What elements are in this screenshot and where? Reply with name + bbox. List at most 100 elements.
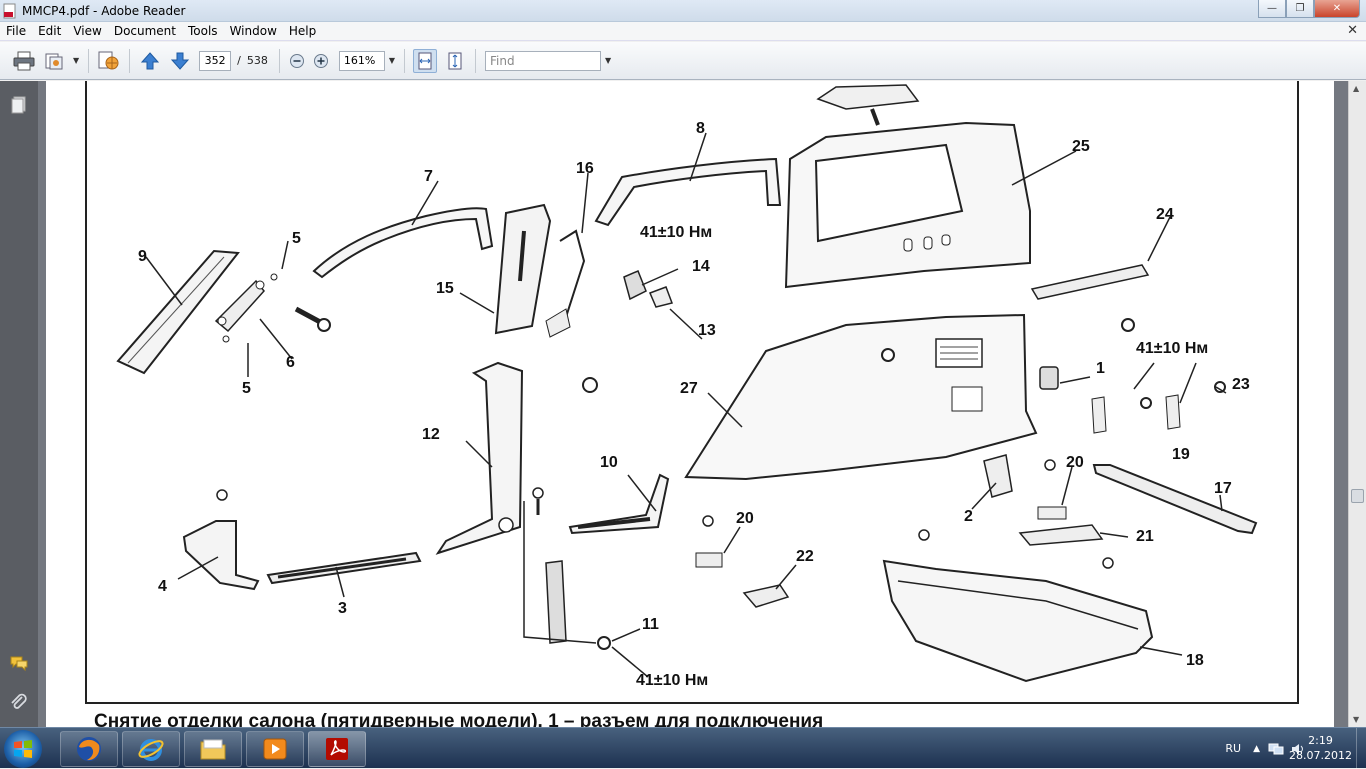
callout-label: 20	[736, 510, 754, 527]
find-input[interactable]: Find	[485, 50, 602, 71]
title-bar: MMCP4.pdf - Adobe Reader — ❐ ✕	[0, 0, 1366, 22]
collaborate-button[interactable]	[97, 49, 121, 73]
callout-label: 9	[138, 248, 147, 265]
media-player-icon	[263, 738, 287, 760]
taskbar-explorer[interactable]	[184, 731, 242, 767]
show-desktop-button[interactable]	[1356, 728, 1366, 769]
navigation-pane	[0, 81, 38, 727]
torque-label: 41±10 Нм	[640, 224, 712, 241]
zoom-out-button[interactable]	[288, 49, 306, 73]
fit-page-button[interactable]	[443, 49, 467, 73]
zoom-out-icon	[289, 53, 304, 68]
fit-page-icon	[448, 52, 462, 69]
callout-label: 10	[600, 454, 618, 471]
folder-icon	[200, 739, 226, 760]
taskbar-internet-explorer[interactable]	[122, 731, 180, 767]
toolbar: ▼ 352 / 538 161% ▼	[0, 42, 1366, 80]
callout-label: 21	[1136, 528, 1154, 545]
vertical-scrollbar[interactable]: ▲ ▼	[1348, 81, 1366, 727]
document-close-button[interactable]: ✕	[1347, 23, 1358, 38]
language-indicator[interactable]: RU	[1225, 742, 1242, 755]
menu-document[interactable]: Document	[113, 24, 176, 38]
find-dropdown-arrow[interactable]: ▼	[605, 56, 612, 65]
printer-icon	[13, 51, 35, 70]
toolbar-separator	[129, 48, 131, 73]
share-dropdown-arrow[interactable]: ▼	[73, 56, 80, 65]
callout-label: 23	[1232, 376, 1250, 393]
figure-caption: Снятие отделки салона (пятидверные модел…	[94, 711, 824, 727]
toolbar-separator	[404, 48, 406, 73]
page-number-input[interactable]: 352	[199, 50, 232, 71]
callout-label: 17	[1214, 480, 1232, 497]
callout-label: 3	[338, 600, 347, 617]
callout-label: 12	[422, 426, 440, 443]
menu-file[interactable]: File	[6, 24, 27, 38]
zoom-in-button[interactable]	[312, 49, 330, 73]
share-button[interactable]	[42, 49, 66, 73]
previous-page-button[interactable]	[138, 49, 162, 73]
system-tray: RU ▲	[1225, 728, 1306, 769]
taskbar-media-player[interactable]	[246, 731, 304, 767]
globe-document-icon	[98, 51, 119, 69]
windows-logo-icon	[14, 740, 32, 758]
scroll-thumb[interactable]	[1351, 489, 1364, 503]
callout-label: 5	[242, 380, 251, 397]
tray-expand-icon[interactable]: ▲	[1253, 743, 1260, 754]
pages-panel-icon[interactable]	[9, 95, 29, 115]
document-share-icon	[45, 53, 63, 69]
menu-window[interactable]: Window	[229, 24, 277, 38]
menu-view[interactable]: View	[73, 24, 102, 38]
callout-label: 18	[1186, 652, 1204, 669]
callout-label: 5	[292, 230, 301, 247]
document-view[interactable]: 9 5 5 6 7 15 16 8 41±10 Нм 14 13 25 24 4…	[38, 81, 1348, 727]
zoom-dropdown-arrow[interactable]: ▼	[388, 56, 396, 65]
attachments-panel-icon[interactable]	[9, 693, 29, 713]
window-title: MMCP4.pdf - Adobe Reader	[22, 3, 186, 18]
toolbar-separator	[278, 48, 280, 73]
callout-label: 7	[424, 168, 433, 185]
menu-tools[interactable]: Tools	[188, 24, 218, 38]
zoom-level-input[interactable]: 161%	[338, 50, 385, 71]
taskbar-firefox[interactable]	[60, 731, 118, 767]
print-button[interactable]	[12, 49, 36, 73]
callout-label: 4	[158, 578, 167, 595]
scroll-down-arrow[interactable]: ▼	[1353, 715, 1360, 724]
clock-time: 2:19	[1308, 734, 1333, 747]
callout-label: 15	[436, 280, 454, 297]
callout-label: 11	[642, 616, 659, 633]
callout-label: 14	[692, 258, 710, 275]
callout-label: 27	[680, 380, 698, 397]
close-button[interactable]: ✕	[1314, 0, 1360, 18]
fit-width-button[interactable]	[413, 48, 438, 73]
callout-label: 2	[964, 508, 973, 525]
toolbar-separator	[88, 48, 90, 73]
callout-label: 19	[1172, 446, 1190, 463]
next-page-button[interactable]	[168, 49, 192, 73]
torque-label: 41±10 Нм	[636, 672, 708, 689]
torque-label: 41±10 Нм	[1136, 340, 1208, 357]
callout-label: 22	[796, 548, 814, 565]
interior-trim-diagram: 9 5 5 6 7 15 16 8 41±10 Нм 14 13 25 24 4…	[85, 81, 1299, 704]
clock[interactable]: 2:19 28.07.2012	[1289, 733, 1352, 763]
page-separator: /	[237, 54, 241, 67]
adobe-reader-icon	[326, 738, 348, 760]
callout-label: 25	[1072, 138, 1090, 155]
minimize-button[interactable]: —	[1258, 0, 1286, 18]
callout-label: 8	[696, 120, 705, 137]
firefox-icon	[77, 737, 101, 761]
menu-help[interactable]: Help	[288, 24, 317, 38]
volume-icon[interactable]	[1290, 742, 1306, 756]
callout-label: 24	[1156, 206, 1174, 223]
callout-label: 20	[1066, 454, 1084, 471]
menu-edit[interactable]: Edit	[38, 24, 62, 38]
zoom-in-icon	[313, 53, 328, 68]
start-button[interactable]	[4, 730, 42, 768]
taskbar-adobe-reader[interactable]	[308, 731, 366, 767]
taskbar: RU ▲ 2:19 28.07.2012	[0, 727, 1366, 769]
maximize-button[interactable]: ❐	[1286, 0, 1314, 18]
page-total: 538	[246, 54, 268, 67]
comments-panel-icon[interactable]	[9, 653, 29, 673]
callout-label: 6	[286, 354, 295, 371]
network-icon[interactable]	[1268, 742, 1284, 756]
scroll-up-arrow[interactable]: ▲	[1353, 84, 1360, 93]
